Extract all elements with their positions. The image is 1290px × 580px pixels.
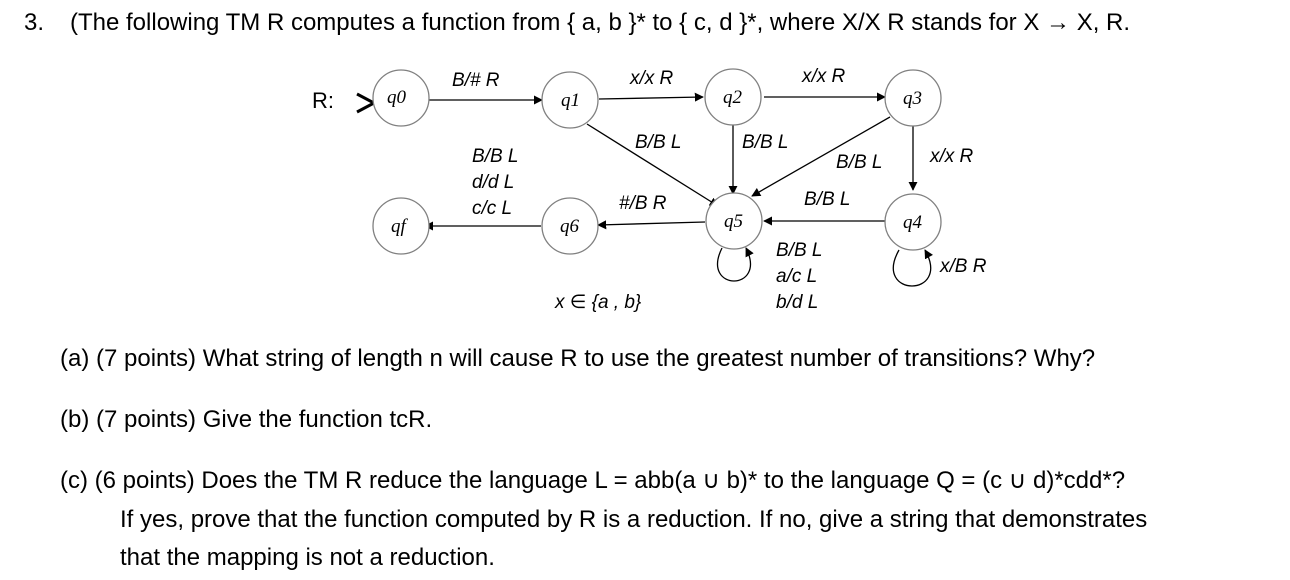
state-label-q0: q0 (387, 87, 407, 108)
part-a: (a) (7 points) What string of length n w… (60, 345, 1096, 372)
state-label-q3: q3 (903, 88, 922, 109)
tm-state-diagram: R: q0 q1 q2 q3 q4 q5 q6 qf B/# R x/x R x… (312, 66, 987, 313)
transition-q2-q3: x/x R (801, 66, 846, 87)
transition-q4-q5: B/B L (804, 189, 850, 210)
question-intro: (The following TM R computes a function … (70, 9, 1131, 36)
transition-q5-loop-2: a/c L (776, 266, 817, 287)
alphabet-note: x ∈ {a , b} (554, 292, 642, 313)
edge-q3-q5 (751, 116, 891, 197)
transition-q1-q2: x/x R (629, 68, 674, 89)
transition-q5-loop-1: B/B L (776, 240, 822, 261)
transition-q6-qf-3: c/c L (472, 198, 512, 219)
state-q2 (704, 68, 762, 126)
state-q1 (541, 71, 599, 129)
transition-q3-q4: x/x R (929, 146, 974, 167)
edge-q1-q2 (598, 92, 704, 102)
edge-q5-q6 (597, 220, 706, 230)
transition-q0-q1: B/# R (452, 70, 500, 91)
part-c-line-2: If yes, prove that the function computed… (120, 506, 1148, 533)
loop-q5 (716, 247, 754, 282)
state-label-q1: q1 (561, 90, 580, 111)
transition-q1-q5: B/B L (635, 132, 681, 153)
state-q6 (541, 197, 599, 255)
state-label-q2: q2 (723, 87, 743, 108)
state-q0 (372, 69, 430, 127)
transition-q5-loop-3: b/d L (776, 292, 818, 313)
start-arrow (356, 92, 378, 114)
transition-q3-q5: B/B L (836, 152, 882, 173)
part-b: (b) (7 points) Give the function tcR. (60, 406, 433, 433)
transition-q2-q5: B/B L (742, 132, 788, 153)
machine-label: R: (312, 88, 334, 113)
edge-q1-q5 (586, 123, 719, 207)
state-q4 (884, 193, 942, 251)
transition-q6-qf-2: d/d L (472, 172, 514, 193)
part-c-line-3: that the mapping is not a reduction. (120, 544, 495, 571)
state-qf (372, 197, 430, 255)
transition-q5-q6: #/B R (619, 193, 667, 214)
transition-q4-loop: x/B R (939, 256, 987, 277)
state-label-q4: q4 (903, 212, 923, 233)
state-label-q5: q5 (724, 211, 743, 232)
state-label-q6: q6 (560, 216, 580, 237)
loop-q4 (892, 249, 933, 287)
state-q3 (884, 69, 942, 127)
part-c-line-1: (c) (6 points) Does the TM R reduce the … (60, 467, 1126, 494)
transition-q6-qf-1: B/B L (472, 146, 518, 167)
state-label-qf: qf (391, 216, 409, 237)
question-number: 3. (24, 9, 45, 36)
state-q5 (705, 192, 763, 250)
